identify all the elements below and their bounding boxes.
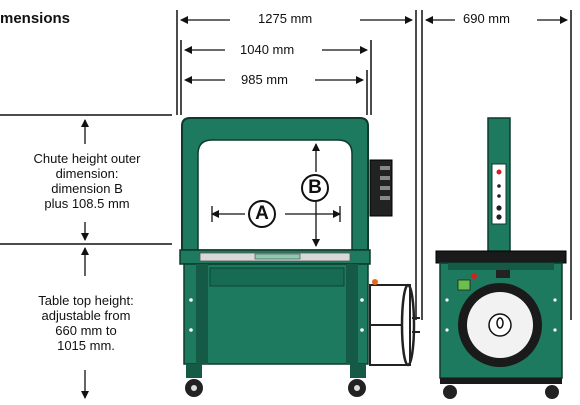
marker-b: B xyxy=(301,174,329,202)
diagram-title: mensions xyxy=(0,10,71,27)
table-height-line-1: Table top height: xyxy=(38,293,134,308)
table-height-line-4: 1015 mm. xyxy=(57,338,115,353)
table-height-note: Table top height: adjustable from 660 mm… xyxy=(8,293,164,353)
side-view-machine xyxy=(435,117,567,399)
table-height-line-3: 660 mm to xyxy=(55,323,117,338)
table-height-line-2: adjustable from xyxy=(41,308,131,323)
mid-width-label: 1040 mm xyxy=(237,42,298,57)
chute-height-note: Chute height outer dimension: dimension … xyxy=(6,151,168,211)
chute-height-line-1: Chute height outer xyxy=(33,151,141,166)
depth-label: 690 mm xyxy=(460,11,513,26)
chute-height-line-3: dimension B xyxy=(51,181,123,196)
inner-width-label: 985 mm xyxy=(238,72,291,87)
marker-a: A xyxy=(248,200,276,228)
dimension-arrows xyxy=(81,16,568,399)
front-view-machine xyxy=(179,117,420,397)
extension-lines xyxy=(0,10,572,320)
chute-height-line-2: dimension: xyxy=(55,166,119,181)
total-width-label: 1275 mm xyxy=(255,11,316,26)
chute-height-line-4: plus 108.5 mm xyxy=(44,196,130,211)
